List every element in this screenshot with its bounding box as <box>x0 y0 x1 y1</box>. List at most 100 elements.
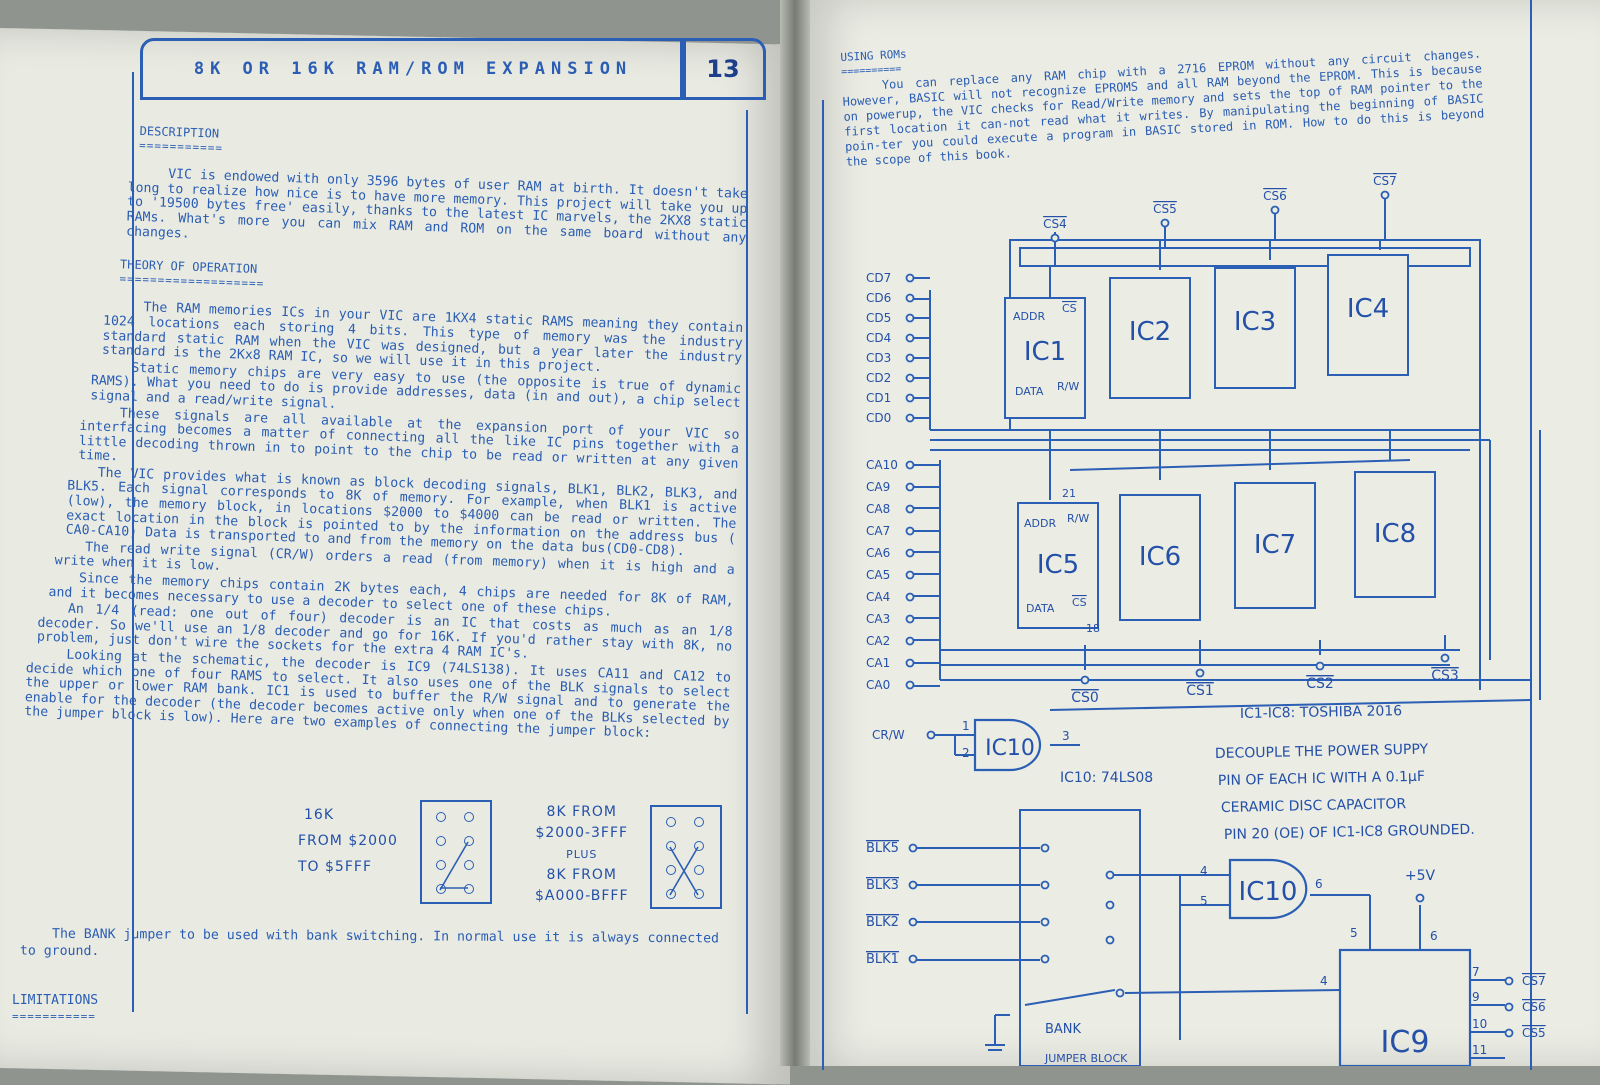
ram-chip-label: IC5 <box>1037 550 1079 580</box>
jumper-pin <box>436 812 446 822</box>
decoder-output-terminal <box>1504 1002 1514 1012</box>
data-line-label-cd3: CD3 <box>866 351 891 365</box>
chip-select-terminal <box>1050 233 1060 243</box>
address-line-terminal <box>905 526 915 536</box>
jumper-pin <box>694 865 704 875</box>
ram-chip-label: IC6 <box>1139 542 1181 572</box>
jumper-8k-caption: 8K FROM $2000-3FFF PLUS 8K FROM $A000-BF… <box>535 802 629 907</box>
jumper-block-8k-diagram <box>650 805 722 909</box>
ic5-pin-rw: R/W <box>1067 512 1089 525</box>
decoder-pin-9: 9 <box>1472 990 1480 1004</box>
block-signal-label-blk2: BLK2 <box>866 915 899 930</box>
address-line-terminal <box>905 482 915 492</box>
decoder-pin-7: 7 <box>1472 965 1480 979</box>
ram-chip-label: IC1 <box>1024 337 1066 367</box>
data-line-label-cd7: CD7 <box>866 271 891 285</box>
jumper-pin <box>666 889 676 899</box>
address-line-terminal <box>905 658 915 668</box>
jumper-pin <box>436 836 446 846</box>
data-line-label-cd5: CD5 <box>866 311 891 325</box>
block-signal-terminal <box>908 843 918 853</box>
ic-boxes <box>1004 254 1436 629</box>
page-number: 13 <box>680 38 766 100</box>
jumper-pin <box>666 817 676 827</box>
chip-select-terminal <box>1380 190 1390 200</box>
address-line-terminal <box>905 548 915 558</box>
jumper-pin <box>694 841 704 851</box>
ram-chip-label: IC2 <box>1129 317 1171 347</box>
block-signal-label-blk1: BLK1 <box>866 952 899 967</box>
chip-select-label-cs0: CS0 <box>1071 690 1099 706</box>
jumper-terminal <box>1105 935 1115 945</box>
ic1-pin-data: DATA <box>1015 385 1044 398</box>
book-spine-gutter <box>780 0 810 1066</box>
data-line-label-cd4: CD4 <box>866 331 891 345</box>
ram-chip-ic1 <box>1004 297 1086 419</box>
jumper-block-label: JUMPER BLOCK <box>1044 1052 1128 1065</box>
left-page-frame <box>132 72 752 1012</box>
left-page-right-rule <box>746 110 748 1014</box>
ram-chip-ic7 <box>1234 482 1316 609</box>
chip-select-label-cs2: CS2 <box>1306 676 1334 692</box>
decoder-output-terminal <box>1504 1028 1514 1038</box>
address-line-terminal <box>905 460 915 470</box>
decoupling-note-line: DECOUPLE THE POWER SUPPY <box>1215 742 1429 762</box>
jumper-terminal <box>1105 870 1115 880</box>
gate-label-ic10: IC10 <box>985 736 1035 761</box>
block-signal-label-blk3: BLK3 <box>866 878 899 893</box>
data-line-terminal <box>905 373 915 383</box>
chip-select-label-cs7: CS7 <box>1373 174 1397 188</box>
gate2-pin-4: 4 <box>1200 864 1208 878</box>
chip-select-label-cs1: CS1 <box>1186 683 1214 699</box>
ram-chip-label: IC8 <box>1374 519 1416 549</box>
gate2-pin-6: 6 <box>1315 877 1323 891</box>
ic1-pin-rw: R/W <box>1057 380 1079 393</box>
bank-label: BANK <box>1045 1022 1082 1037</box>
jumper-pin <box>436 884 446 894</box>
data-line-terminal <box>905 293 915 303</box>
jumper-pin <box>464 884 474 894</box>
decoder-label-ic9: IC9 <box>1381 1025 1430 1060</box>
block-signal-terminal <box>908 880 918 890</box>
jumper-block-16k-diagram <box>420 800 492 904</box>
decoder-output-label-cs6: CS6 <box>1522 1000 1546 1014</box>
data-line-label-cd0: CD0 <box>866 411 891 425</box>
decoupling-note-line: PIN 20 (OE) OF IC1-IC8 GROUNDED. <box>1224 822 1475 843</box>
jumper-16k-line-2: FROM $2000 <box>298 833 398 849</box>
chip-select-label-cs5: CS5 <box>1153 202 1177 216</box>
ram-chip-ic6 <box>1119 494 1201 621</box>
chip-select-label-cs4: CS4 <box>1043 217 1067 231</box>
jumper-16k-caption: 16K FROM $2000 TO $5FFF <box>298 802 398 880</box>
pin-terminals <box>905 190 1514 1038</box>
chip-select-terminal <box>1315 661 1325 671</box>
data-line-label-cd2: CD2 <box>866 371 891 385</box>
decoder-pin-5: 5 <box>1350 926 1358 940</box>
gate-pin-1: 1 <box>962 719 970 733</box>
jumper-terminal <box>1105 900 1115 910</box>
ic5-pin-18: 18 <box>1086 622 1100 635</box>
data-line-label-cd6: CD6 <box>866 291 891 305</box>
schematic-wiring <box>910 198 1541 1066</box>
ram-chip-label: IC7 <box>1254 530 1296 560</box>
address-line-label-ca6: CA6 <box>866 546 890 560</box>
jumper-pin <box>436 860 446 870</box>
ic5-pin-cs: CS <box>1072 596 1087 609</box>
address-line-label-ca0: CA0 <box>866 678 890 692</box>
chip-select-terminal <box>1080 675 1090 685</box>
data-line-terminal <box>905 353 915 363</box>
jumper-8k-line-4: 8K FROM <box>546 867 617 883</box>
address-line-label-ca7: CA7 <box>866 524 890 538</box>
jumper-8k-line-5: $A000-BFFF <box>535 888 629 904</box>
supply-terminal <box>1415 893 1425 903</box>
ram-chip-ic5 <box>1017 502 1099 629</box>
gate-input-label-crw: CR/W <box>872 728 905 742</box>
address-line-label-ca4: CA4 <box>866 590 890 604</box>
jumper-pin <box>464 836 474 846</box>
limitations-heading: LIMITATIONS <box>12 993 99 1008</box>
block-signal-label-blk5: BLK5 <box>866 841 899 856</box>
jumper-pin <box>666 865 676 875</box>
chip-select-terminal <box>1160 218 1170 228</box>
address-line-label-ca5: CA5 <box>866 568 890 582</box>
chip-select-label-cs3: CS3 <box>1431 668 1459 684</box>
